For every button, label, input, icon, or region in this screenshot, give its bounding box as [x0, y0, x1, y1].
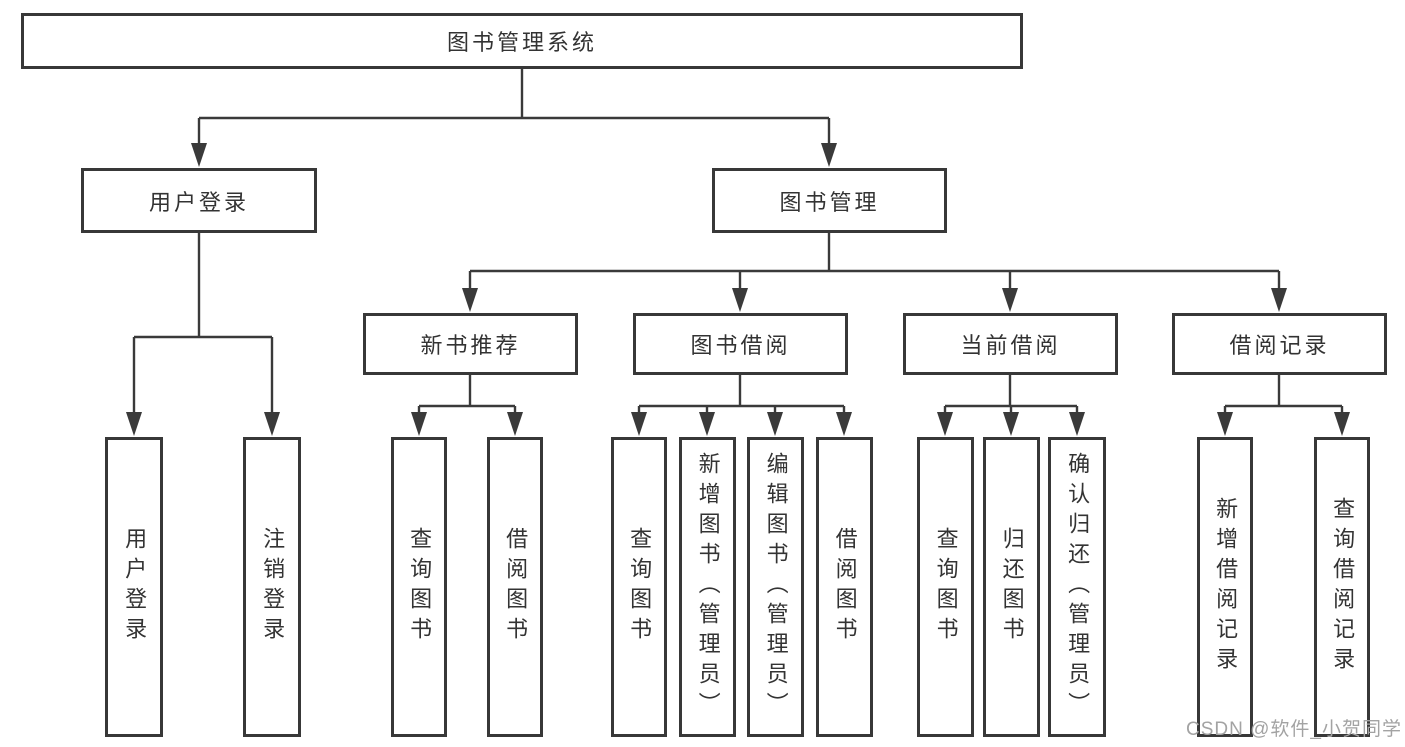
node-system-root: 图书管理系统: [21, 13, 1023, 69]
leaf-newbook-query-label: 查询图书: [407, 527, 433, 647]
leaf-borrow-add-admin: 新增图书（管理员）: [679, 437, 736, 737]
node-book-borrowing: 图书借阅: [633, 313, 848, 375]
leaf-user-login-label: 用户登录: [122, 527, 148, 647]
leaf-newbook-borrow: 借阅图书: [487, 437, 543, 737]
arrow-down-icon: [1069, 412, 1085, 436]
arrow-down-icon: [462, 288, 478, 312]
arrow-down-icon: [821, 143, 837, 167]
leaf-user-login: 用户登录: [105, 437, 163, 737]
node-current-borrowing: 当前借阅: [903, 313, 1118, 375]
leaf-current-confirm-return-admin-label: 确认归还（管理员）: [1065, 452, 1091, 722]
connector-root-to-level2: [191, 69, 837, 167]
leaf-record-query: 查询借阅记录: [1314, 437, 1370, 737]
node-book-management: 图书管理: [712, 168, 947, 233]
arrow-down-icon: [937, 412, 953, 436]
leaf-current-return: 归还图书: [983, 437, 1040, 737]
node-book-borrowing-label: 图书借阅: [690, 333, 791, 358]
leaf-record-add-label: 新增借阅记录: [1213, 497, 1239, 677]
arrow-down-icon: [411, 412, 427, 436]
node-borrow-records: 借阅记录: [1172, 313, 1387, 375]
arrow-down-icon: [699, 412, 715, 436]
arrow-down-icon: [732, 288, 748, 312]
leaf-record-query-label: 查询借阅记录: [1330, 497, 1356, 677]
leaf-current-query: 查询图书: [917, 437, 974, 737]
node-new-book-recommend: 新书推荐: [363, 313, 578, 375]
leaf-borrow-query: 查询图书: [611, 437, 667, 737]
node-user-login-label: 用户登录: [148, 189, 249, 215]
leaf-current-return-label: 归还图书: [999, 527, 1025, 647]
leaf-borrow-add-admin-label: 新增图书（管理员）: [695, 452, 721, 722]
node-current-borrowing-label: 当前借阅: [960, 333, 1061, 358]
leaf-logout-label: 注销登录: [260, 527, 286, 647]
arrow-down-icon: [1334, 412, 1350, 436]
leaf-logout: 注销登录: [243, 437, 301, 737]
connector-borrow-to-leaves: [631, 375, 852, 436]
leaf-newbook-borrow-label: 借阅图书: [503, 527, 529, 647]
leaf-newbook-query: 查询图书: [391, 437, 447, 737]
node-system-root-label: 图书管理系统: [446, 30, 597, 55]
node-book-management-label: 图书管理: [779, 189, 880, 215]
node-user-login: 用户登录: [81, 168, 317, 233]
leaf-borrow-query-label: 查询图书: [627, 527, 653, 647]
arrow-down-icon: [126, 412, 142, 436]
arrow-down-icon: [767, 412, 783, 436]
arrow-down-icon: [507, 412, 523, 436]
connector-records-to-leaves: [1217, 375, 1350, 436]
connector-login-to-leaves: [126, 233, 280, 436]
connector-newbook-to-leaves: [411, 375, 523, 436]
arrow-down-icon: [836, 412, 852, 436]
arrow-down-icon: [631, 412, 647, 436]
watermark: CSDN @软件_小贺同学: [1186, 719, 1402, 740]
arrow-down-icon: [1003, 412, 1019, 436]
leaf-record-add: 新增借阅记录: [1197, 437, 1253, 737]
node-borrow-records-label: 借阅记录: [1229, 333, 1330, 358]
leaf-current-confirm-return-admin: 确认归还（管理员）: [1048, 437, 1106, 737]
leaf-borrow-edit-admin-label: 编辑图书（管理员）: [763, 452, 789, 722]
node-new-book-recommend-label: 新书推荐: [420, 333, 521, 358]
leaf-borrow-edit-admin: 编辑图书（管理员）: [747, 437, 804, 737]
arrow-down-icon: [191, 143, 207, 167]
leaf-borrow-book-label: 借阅图书: [832, 527, 858, 647]
connector-mgmt-to-level3: [462, 233, 1287, 312]
arrow-down-icon: [1002, 288, 1018, 312]
arrow-down-icon: [1217, 412, 1233, 436]
arrow-down-icon: [264, 412, 280, 436]
connector-current-to-leaves: [937, 375, 1085, 436]
leaf-current-query-label: 查询图书: [933, 527, 959, 647]
leaf-borrow-book: 借阅图书: [816, 437, 873, 737]
arrow-down-icon: [1271, 288, 1287, 312]
